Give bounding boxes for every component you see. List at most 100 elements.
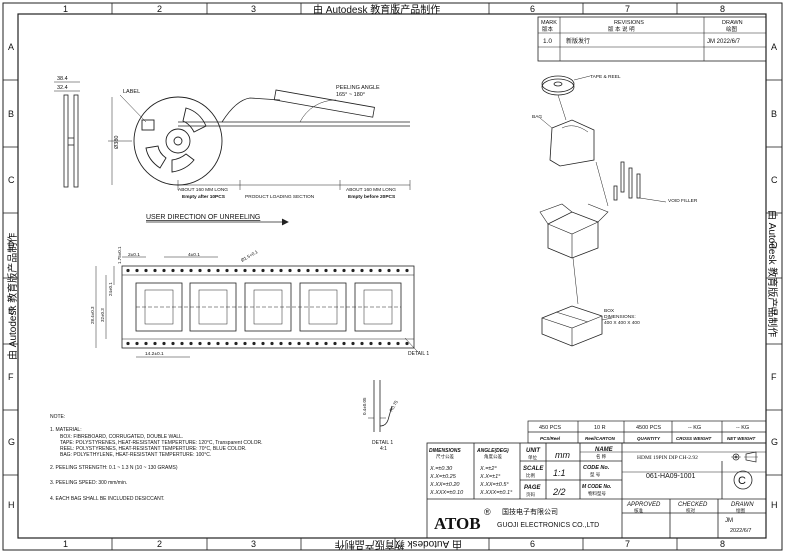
note-4: 4. EACH BAG SHALL BE INCLUDED DESICCANT. — [50, 496, 165, 502]
unreeling-direction: USER DIRECTION OF UNREELING — [146, 214, 260, 221]
page-label: PAGE — [524, 485, 542, 491]
section3-note: Empty before 20PCS — [348, 194, 396, 200]
notes: NOTE: 1. MATERIAL: BOX: FIBREBOARD, CORR… — [50, 414, 263, 502]
peeling-angle-label: PEELING ANGLE — [336, 85, 380, 91]
row-label-a-right: A — [771, 42, 777, 52]
col-label-6-bottom: 6 — [530, 539, 535, 549]
row-label-e: E — [8, 306, 14, 316]
row-label-g-right: G — [771, 437, 778, 447]
company-name-cn: 国技电子有限公司 — [502, 507, 558, 516]
row-label-b: B — [8, 109, 14, 119]
mcode-label: M CODE No. — [582, 484, 611, 490]
product-name: HDMI 19PIN DIP CH-2.92 — [637, 455, 698, 461]
note-3: 3. PEELING SPEED: 300 mm/min. — [50, 480, 127, 486]
col-label-8: 8 — [720, 4, 725, 14]
projection-symbol-icon — [731, 451, 758, 463]
watermark-bottom: 由 Autodesk 教育版产品制作 — [335, 538, 462, 551]
angle-tolerance-1: X.=±2° — [479, 466, 497, 472]
label-tape-reel: TAPE & REEL — [590, 74, 621, 80]
rev-revisions-label-cn: 版 本 说 明 — [608, 25, 635, 33]
label-box-dims-caption: DIMENSIONS: — [604, 314, 636, 320]
net-weight-label: NET WEIGHT — [727, 436, 756, 441]
page-value: 2/2 — [552, 487, 566, 497]
angle-tolerance-2: X.X=±1° — [479, 474, 501, 480]
col-label-2-bottom: 2 — [157, 539, 162, 549]
row-label-f: F — [8, 372, 14, 382]
section2-label: PRODUCT LOADING SECTION — [245, 194, 315, 200]
row-label-b-right: B — [771, 109, 777, 119]
registered-mark: ® — [484, 507, 491, 517]
dimensions-label-cn: 尺寸公差 — [436, 453, 454, 460]
packing-flow — [539, 75, 667, 347]
detail-title: DETAIL 1 — [372, 440, 393, 446]
note-1: 1. MATERIAL: — [50, 427, 82, 433]
code-value: 061-HA09-1001 — [646, 473, 696, 480]
code-label-cn: 型 号 — [590, 471, 601, 478]
row-label-d-right: D — [771, 240, 778, 250]
detail-dim-radius: R0.75 — [389, 399, 400, 412]
inner-border — [17, 13, 767, 539]
approved-label: APPROVED — [626, 502, 661, 508]
col-label-7: 7 — [625, 4, 630, 14]
section1-length: ABOUT 160 MM LONG — [178, 187, 228, 193]
carrier-tape-top-view — [95, 256, 419, 358]
rev-row-drawn: JM 2022/6/7 — [707, 39, 741, 45]
drawn-by: JM — [725, 518, 733, 524]
peeling-angle-value: 165° ~ 180° — [336, 92, 365, 98]
mcode-label-cn: 物料型号 — [588, 490, 606, 497]
tape-dim-pocket-pitch: 14.2±0.1 — [145, 351, 164, 357]
pcs-per-reel-value: 450 PCS — [539, 425, 561, 431]
scale-value: 1:1 — [553, 468, 566, 478]
col-label-3-bottom: 3 — [251, 539, 256, 549]
scale-label: SCALE — [523, 466, 544, 472]
angle-tolerance-3: X.XX=±0.5° — [479, 482, 509, 488]
tolerance-1: X.=±0.30 — [429, 466, 453, 472]
cross-weight-label: CROSS WEIGHT — [676, 436, 713, 441]
rev-revisions-label: REVISIONS — [614, 20, 644, 26]
rev-row-desc: 新版发行 — [566, 37, 590, 45]
reel-side-view — [54, 81, 80, 188]
section1-note: Empty after 10PCS — [182, 194, 226, 200]
reel-dim-b: 32.4 — [57, 85, 68, 91]
tape-strip — [146, 89, 411, 226]
tolerance-2: X.X=±0.25 — [429, 474, 457, 480]
row-labels: A B C D E F G H A B C D E F G H — [8, 42, 778, 510]
cross-weight-value: -- KG — [688, 425, 701, 431]
unit-value: mm — [555, 450, 570, 460]
tape-dim-width: 28.4±0.3 — [90, 306, 95, 324]
quantity-value: 4500 PCS — [636, 425, 661, 431]
pcs-per-reel-label: PCS/Reel — [540, 436, 561, 441]
rev-mark-label: MARK — [541, 20, 557, 26]
col-label-7-bottom: 7 — [625, 539, 630, 549]
col-label-3: 3 — [251, 4, 256, 14]
tape-hole-dim: Ø1.5+0.1 — [240, 249, 259, 263]
angle-tolerance-4: X.XXX=±0.1° — [479, 490, 513, 496]
watermark-left: 由 Autodesk 教育版产品制作 — [6, 233, 19, 360]
drawn-date: 2022/6/7 — [730, 528, 751, 534]
net-weight-value: -- KG — [736, 425, 749, 431]
unit-label-cn: 单位 — [528, 454, 537, 461]
label-box: BOX — [604, 308, 615, 314]
packing-table-text: 450 PCS PCS/Reel 10 R Reel/CARTON 4500 P… — [539, 425, 756, 441]
label-bag: BAG — [532, 114, 542, 120]
name-label: NAME — [595, 447, 614, 453]
title-block-grid — [426, 442, 767, 539]
angle-label: ANGLE(DEG) — [476, 448, 509, 454]
reel-dim-a: 38.4 — [57, 76, 68, 82]
reel-label: LABEL — [123, 89, 140, 95]
name-label-cn: 名 称 — [596, 453, 607, 460]
watermark-top: 由 Autodesk 教育版产品制作 — [313, 3, 440, 16]
detail-dim-thickness: 0.4±0.05 — [362, 397, 367, 415]
page-label-cn: 页码 — [526, 491, 535, 498]
revisions-table: MARK 版本 REVISIONS 版 本 说 明 DRAWN 绘图 1.0 新… — [537, 16, 767, 62]
rev-row-mark: 1.0 — [543, 38, 552, 45]
col-label-6: 6 — [530, 4, 535, 14]
drawn-label: DRAWN — [731, 502, 754, 508]
tolerance-4: X.XXX=±0.10 — [429, 490, 464, 496]
scale-label-cn: 比例 — [526, 472, 535, 479]
company-logo: ATOB — [434, 514, 481, 533]
detail-1-view — [368, 380, 393, 432]
label-void-filler: VOID FILLER — [668, 198, 698, 204]
row-label-f-right: F — [771, 372, 777, 382]
